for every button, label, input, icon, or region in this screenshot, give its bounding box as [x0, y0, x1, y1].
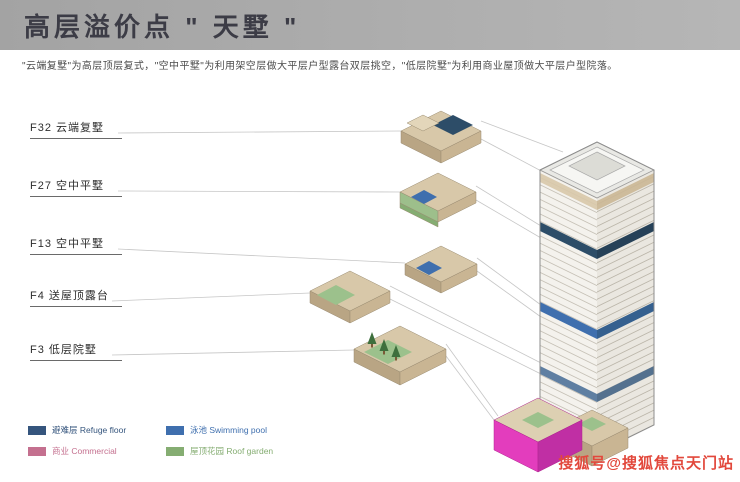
- refuge-floor-swatch: [28, 425, 46, 435]
- floor-label-f3: F3 低层院墅: [30, 341, 122, 361]
- tower: [539, 141, 655, 454]
- leader-lines: [111, 120, 564, 429]
- block-f3: [353, 325, 447, 386]
- tower-right-face: [597, 170, 654, 453]
- refuge-floor-band: [540, 222, 597, 259]
- roof-garden-patch: [317, 285, 355, 305]
- legend-label-refuge-floor: 避难层 Refuge floor: [52, 425, 127, 435]
- legend-item-refuge-floor: 避难层 Refuge floor: [28, 424, 166, 436]
- swimming-pool-patch: [411, 190, 437, 204]
- commercial-podium: [493, 397, 583, 473]
- floor-label-f13: F13 空中平墅: [30, 235, 122, 255]
- legend-label-commercial: 商业 Commercial: [52, 446, 117, 456]
- subtitle: "云端复墅"为高层顶层复式，"空中平墅"为利用架空层做大平层户型露台双层挑空，"…: [22, 61, 618, 72]
- watermark: 搜狐号@搜狐焦点天门站: [558, 455, 734, 472]
- roof-garden-patch: [522, 412, 554, 428]
- floor-label-f32: F32 云端复墅: [30, 119, 122, 139]
- legend: 避难层 Refuge floor 泳池 Swimming pool 商业 Com…: [28, 424, 316, 457]
- commercial-swatch: [28, 446, 46, 456]
- swimming-pool-band: [540, 302, 597, 339]
- block-f27: [399, 172, 477, 228]
- legend-label-roof-garden: 屋顶花园 Roof garden: [190, 446, 274, 456]
- tree-icon: [367, 332, 401, 361]
- legend-item-swimming-pool: 泳池 Swimming pool: [166, 424, 316, 436]
- block-f4: [309, 270, 391, 324]
- roof-garden-patch: [578, 417, 606, 431]
- page-title: 高层溢价点 " 天墅 ": [24, 11, 301, 42]
- swimming-pool-swatch: [166, 425, 184, 435]
- podium: [493, 397, 629, 473]
- legend-label-swimming-pool: 泳池 Swimming pool: [190, 425, 267, 435]
- swimming-pool-patch: [416, 261, 442, 275]
- block-f32: [400, 110, 482, 164]
- floor-label-f4: F4 送屋顶露台: [30, 287, 122, 307]
- tower-left-face: [540, 170, 597, 453]
- block-f13: [404, 245, 478, 294]
- legend-item-roof-garden: 屋顶花园 Roof garden: [166, 445, 316, 457]
- refuge-floor-patch: [433, 115, 473, 135]
- roof-garden-swatch: [166, 446, 184, 456]
- title-banner: 高层溢价点 " 天墅 ": [0, 0, 740, 50]
- legend-item-commercial: 商业 Commercial: [28, 445, 166, 457]
- roof-garden-patch: [364, 340, 412, 364]
- floor-label-f27: F27 空中平墅: [30, 177, 122, 197]
